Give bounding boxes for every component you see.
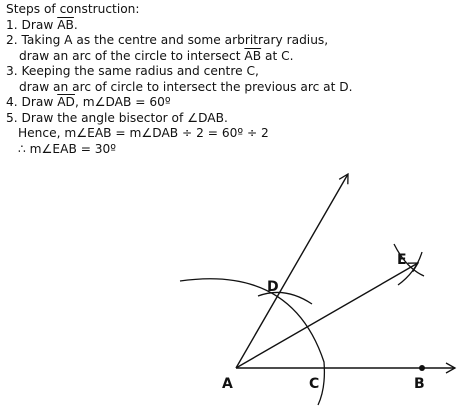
construction-steps: Steps of construction: 1. Draw AB. 2. Ta… — [6, 2, 468, 157]
point-b-dot — [419, 365, 425, 371]
step-1-suffix: . — [73, 17, 78, 32]
step-4-prefix: 4. Draw — [6, 95, 58, 109]
label-b: B — [414, 376, 425, 392]
label-c: C — [309, 376, 319, 392]
step-1-prefix: 1. Draw — [6, 17, 58, 32]
step-2-line-2-suffix: at C. — [261, 48, 294, 63]
step-2-line-2-prefix: draw an arc of the circle to intersect — [19, 48, 245, 63]
step-3-line-2: draw an arc of circle to intersect the p… — [19, 79, 353, 94]
label-d: D — [267, 279, 279, 295]
step-1: 1. Draw AB. — [6, 18, 468, 34]
arc-e-1 — [393, 243, 425, 277]
step-2-line-2: draw an arc of the circle to intersect A… — [6, 49, 468, 65]
step-5-line-1: 5. Draw the angle bisector of ∠DAB. — [6, 110, 228, 125]
arc-e-2 — [397, 251, 423, 286]
steps-heading: Steps of construction: — [6, 2, 140, 16]
label-a: A — [222, 376, 233, 392]
label-e: E — [397, 252, 407, 268]
segment-ab-2: AB — [244, 48, 262, 63]
ray-ae-bisector — [235, 262, 420, 369]
step-5-line-3: ∴ m∠EAB = 30º — [18, 141, 117, 156]
ray-ad — [235, 172, 349, 369]
segment-ab: AB — [57, 17, 74, 32]
arc-centre-a — [179, 278, 326, 406]
step-5-line-2: Hence, m∠EAB = m∠DAB ÷ 2 = 60º ÷ 2 — [18, 126, 269, 140]
step-4-suffix: , m∠DAB = 60º — [74, 95, 171, 109]
step-2-line-1: 2. Taking A as the centre and some arbri… — [6, 33, 329, 47]
segment-ad: AD — [57, 95, 75, 109]
arc-centre-c — [257, 291, 313, 305]
step-3-line-1: 3. Keeping the same radius and centre C, — [6, 64, 259, 78]
step-4: 4. Draw AD, m∠DAB = 60º — [6, 95, 468, 111]
